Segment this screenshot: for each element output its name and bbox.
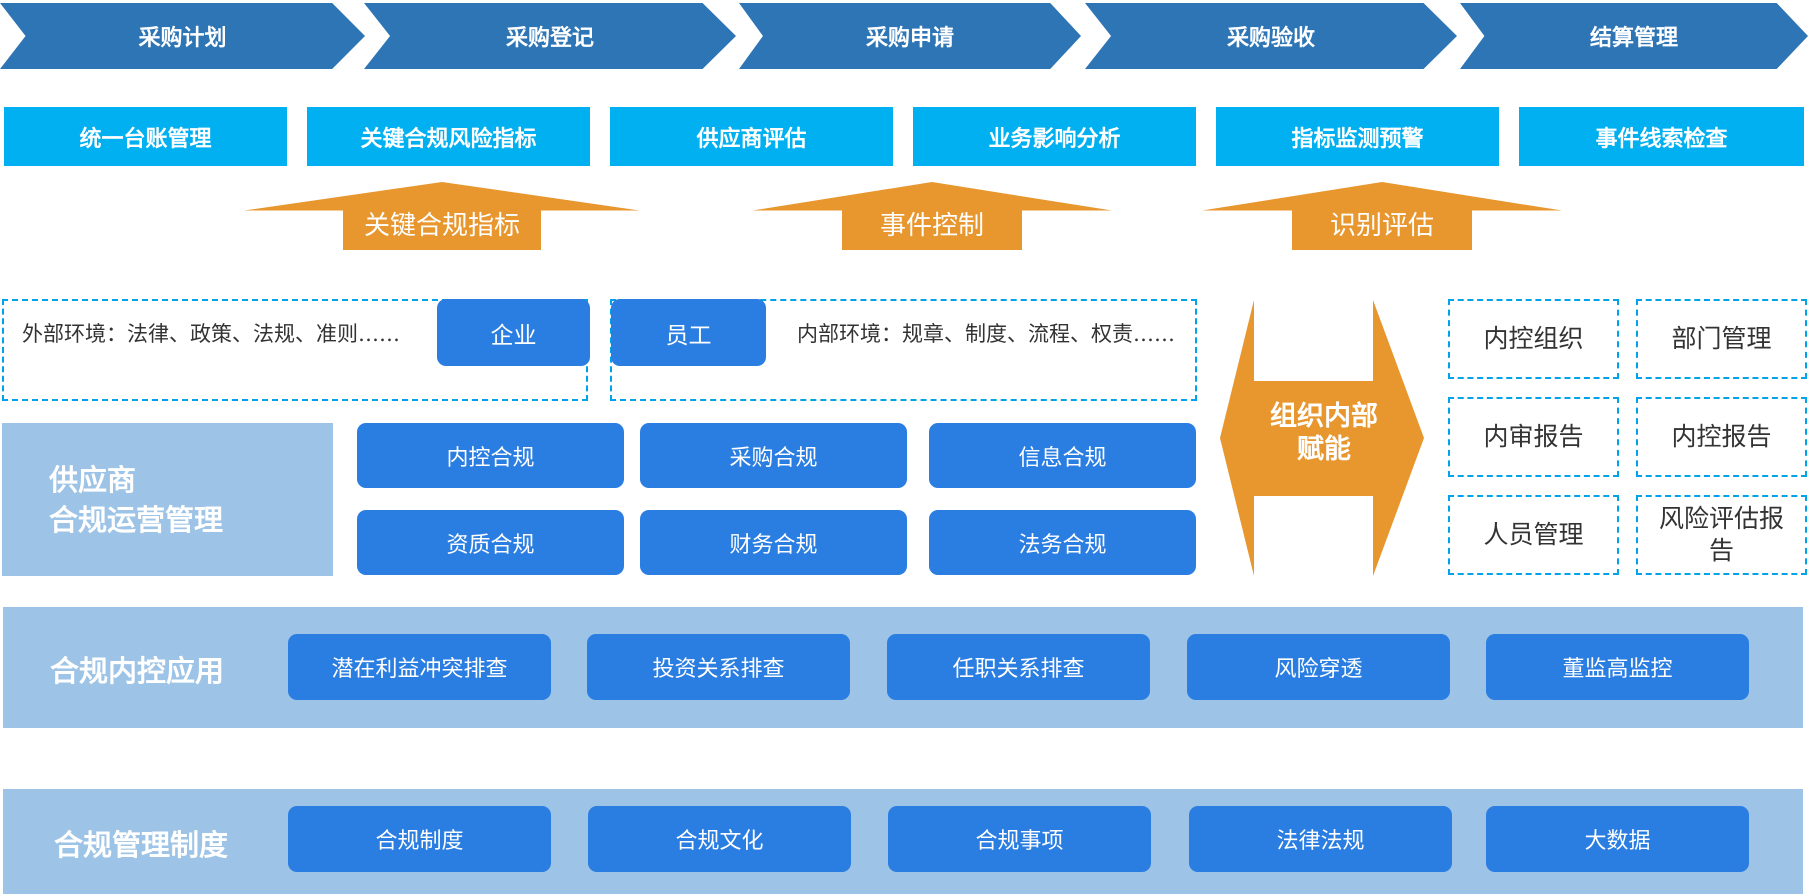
empower-line1: 组织内部 bbox=[1270, 400, 1378, 431]
system-item-culture: 合规文化 bbox=[588, 806, 851, 872]
supplier-item-legal: 法务合规 bbox=[929, 510, 1196, 575]
app-item-executive-monitoring: 董监高监控 bbox=[1486, 634, 1749, 700]
internal-control-app-title: 合规内控应用 bbox=[50, 654, 225, 688]
process-step-register: 采购登记 bbox=[364, 3, 736, 69]
app-item-conflict-check: 潜在利益冲突排查 bbox=[288, 634, 551, 700]
process-step-acceptance: 采购验收 bbox=[1085, 3, 1457, 69]
function-key-risk-indicators: 关键合规风险指标 bbox=[307, 107, 590, 166]
internal-environment-text: 内部环境：规章、制度、流程、权责…… bbox=[797, 322, 1175, 346]
up-arrow-event-control: 事件控制 bbox=[752, 182, 1112, 250]
org-box-personnel: 人员管理 bbox=[1448, 495, 1619, 575]
enterprise-label: 企业 bbox=[437, 299, 590, 366]
empower-arrow-shape bbox=[1220, 300, 1424, 576]
compliance-system-title: 合规管理制度 bbox=[54, 828, 229, 862]
employee-label: 员工 bbox=[611, 299, 766, 366]
supplier-item-internal-control: 内控合规 bbox=[357, 423, 624, 488]
process-step-apply: 采购申请 bbox=[739, 3, 1081, 69]
system-item-rules: 合规制度 bbox=[288, 806, 551, 872]
empower-line2: 赋能 bbox=[1297, 433, 1351, 464]
org-box-audit-report: 内审报告 bbox=[1448, 397, 1619, 477]
supplier-item-information: 信息合规 bbox=[929, 423, 1196, 488]
supplier-title-panel bbox=[2, 423, 333, 576]
supplier-title: 供应商 合规运营管理 bbox=[49, 463, 224, 537]
org-box-internal-control-org: 内控组织 bbox=[1448, 299, 1619, 379]
process-step-plan: 采购计划 bbox=[0, 3, 365, 69]
function-impact-analysis: 业务影响分析 bbox=[913, 107, 1196, 166]
org-box-control-report: 内控报告 bbox=[1636, 397, 1807, 477]
function-ledger: 统一台账管理 bbox=[4, 107, 287, 166]
external-environment-text: 外部环境：法律、政策、法规、准则…… bbox=[22, 322, 400, 346]
supplier-item-finance: 财务合规 bbox=[640, 510, 907, 575]
system-item-big-data: 大数据 bbox=[1486, 806, 1749, 872]
up-arrow-key-indicators: 关键合规指标 bbox=[244, 182, 640, 250]
supplier-item-qualification: 资质合规 bbox=[357, 510, 624, 575]
app-item-risk-penetration: 风险穿透 bbox=[1187, 634, 1450, 700]
empower-double-arrow: 组织内部 赋能 bbox=[1220, 300, 1424, 576]
function-supplier-evaluation: 供应商评估 bbox=[610, 107, 893, 166]
supplier-item-procurement: 采购合规 bbox=[640, 423, 907, 488]
org-box-department: 部门管理 bbox=[1636, 299, 1807, 379]
process-step-settlement: 结算管理 bbox=[1460, 3, 1808, 69]
org-box-risk-report: 风险评估报告 bbox=[1636, 495, 1807, 575]
system-item-matters: 合规事项 bbox=[888, 806, 1151, 872]
function-event-inspection: 事件线索检查 bbox=[1519, 107, 1804, 166]
app-item-investment-check: 投资关系排查 bbox=[587, 634, 850, 700]
app-item-position-check: 任职关系排查 bbox=[887, 634, 1150, 700]
up-arrow-identify-evaluate: 识别评估 bbox=[1202, 182, 1562, 250]
system-item-laws: 法律法规 bbox=[1189, 806, 1452, 872]
function-monitoring-warning: 指标监测预警 bbox=[1216, 107, 1499, 166]
